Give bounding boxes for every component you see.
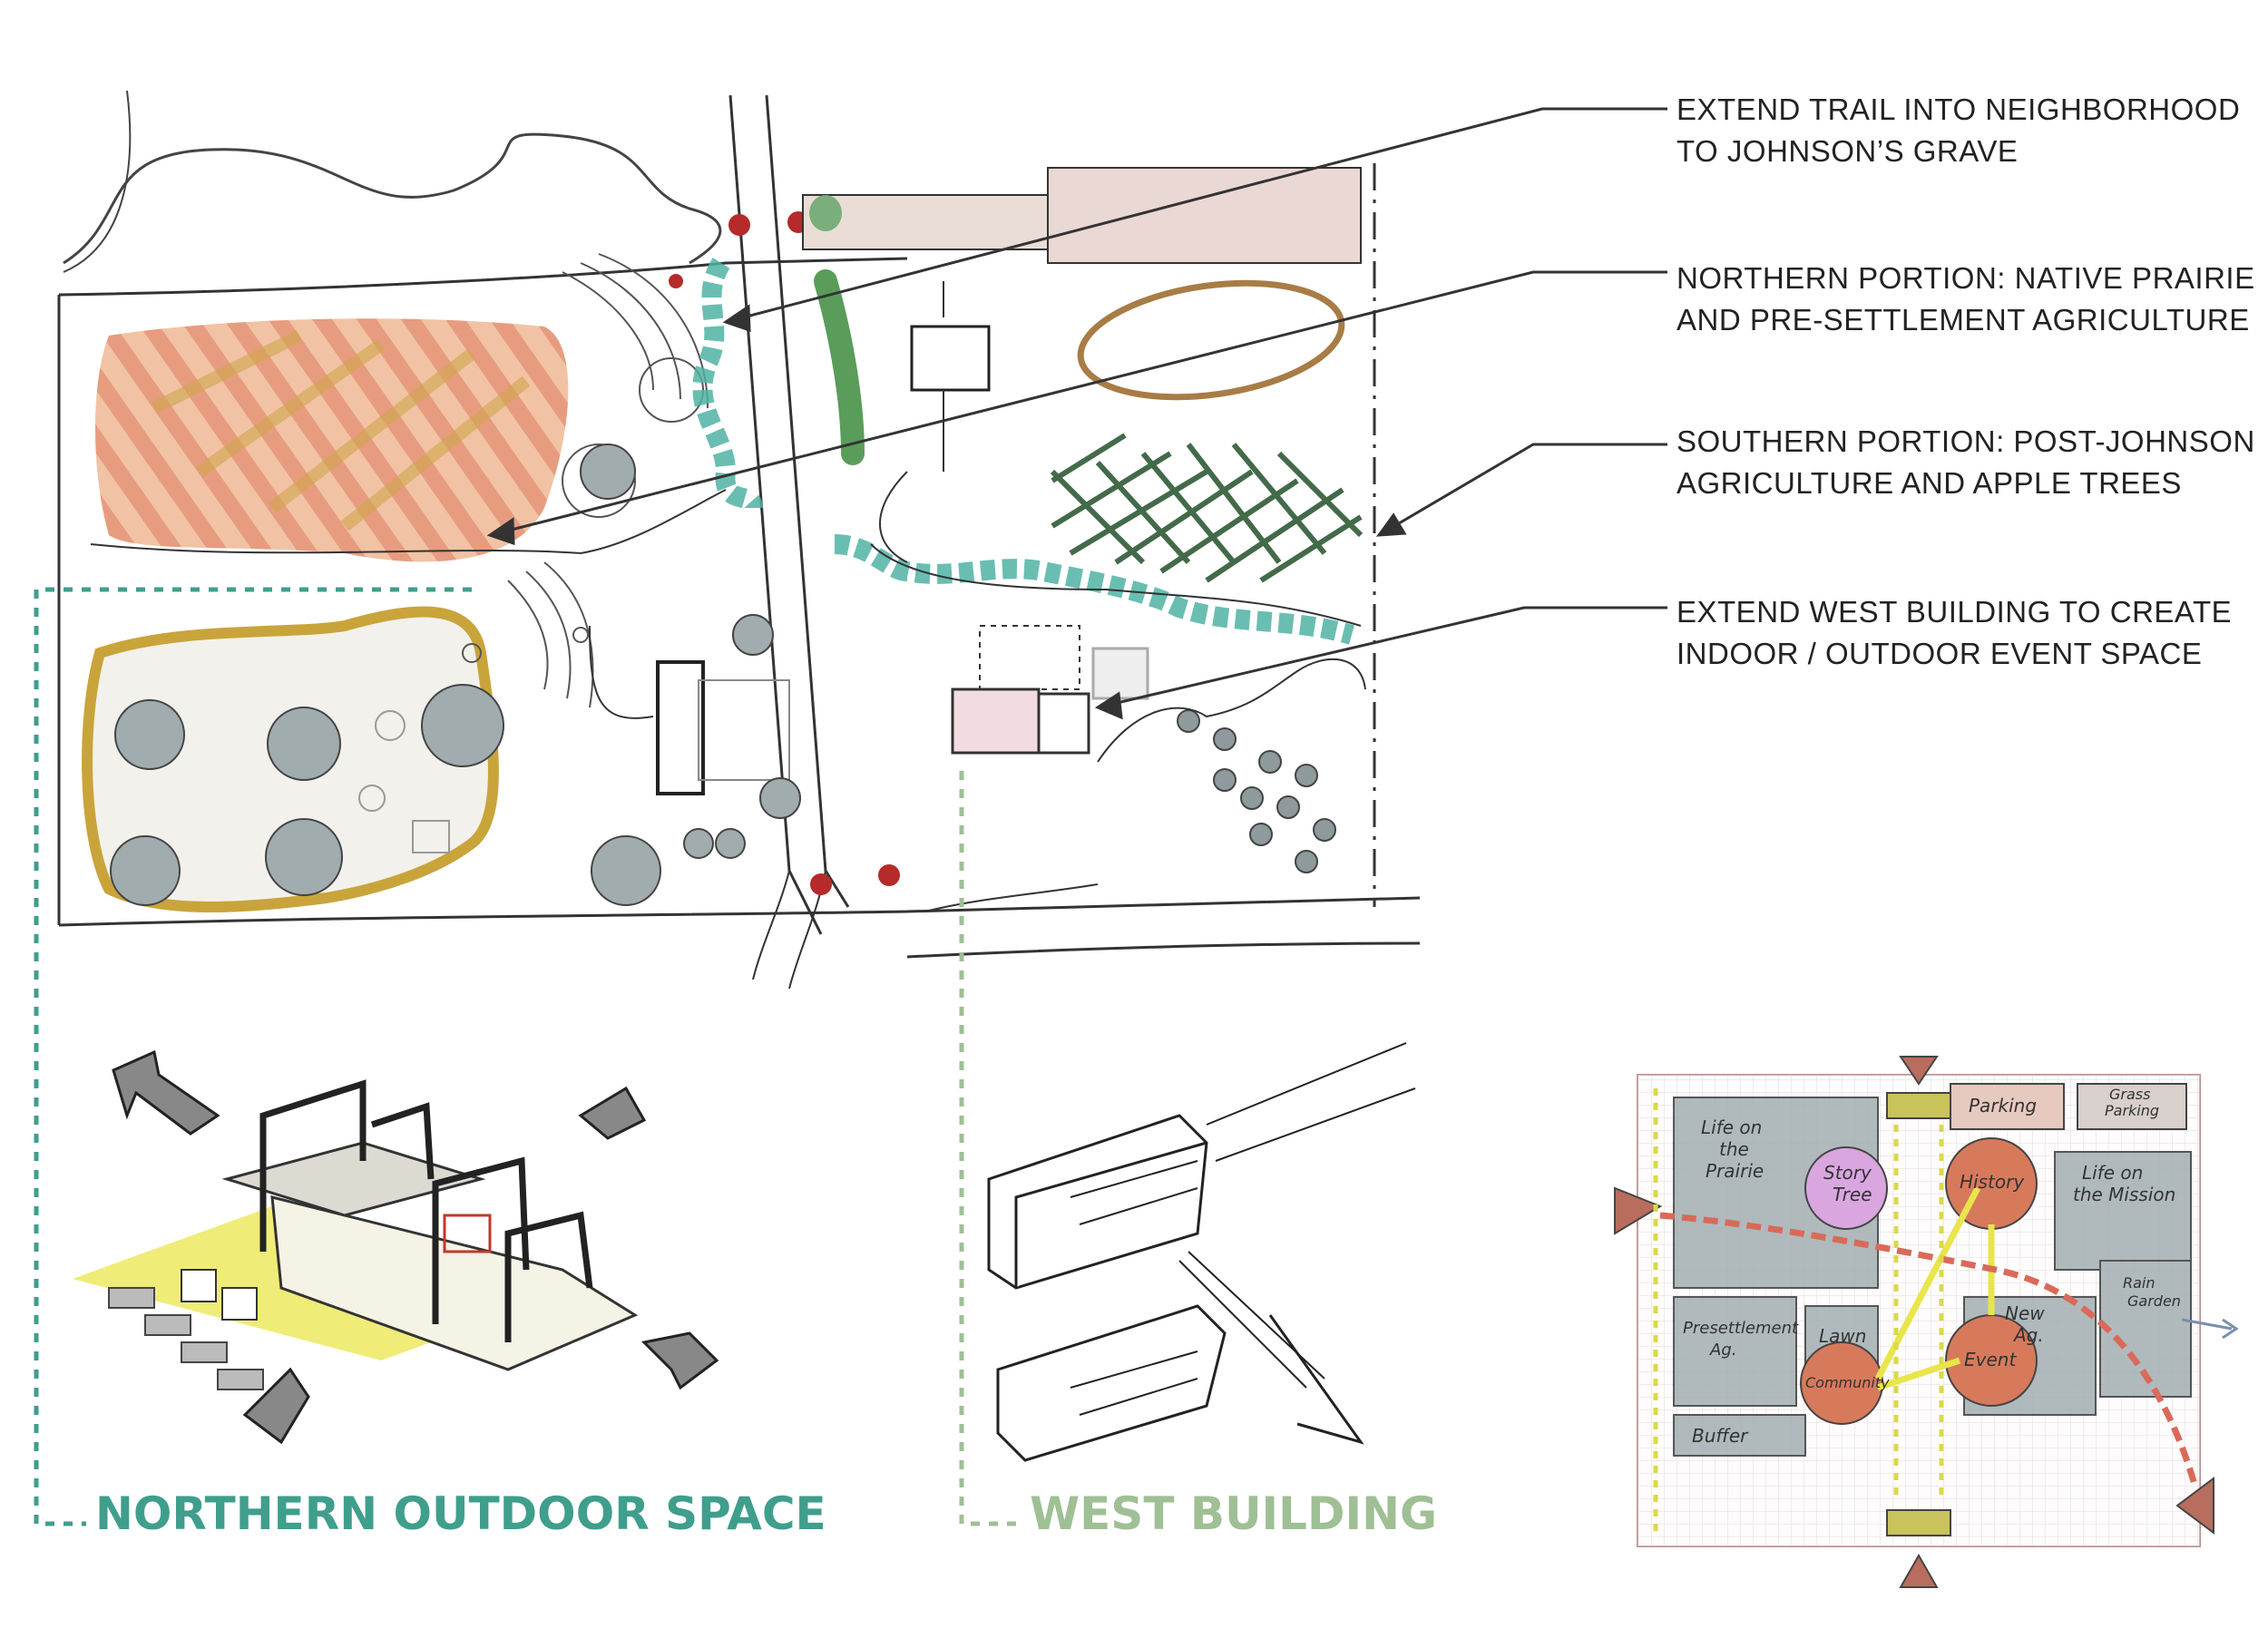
callout-line: EXTEND WEST BUILDING TO CREATE (1677, 595, 2233, 629)
teal-trail-south (834, 534, 1355, 645)
brown-oval-field (1077, 279, 1345, 401)
callout-line: INDOOR / OUTDOOR EVENT SPACE (1677, 637, 2203, 670)
outdoor-trees (110, 684, 661, 906)
callout-line: AGRICULTURE AND APPLE TREES (1677, 466, 2182, 500)
property-line-south (58, 896, 1421, 927)
trail-line-west (90, 543, 582, 554)
top-left-curve (63, 90, 132, 273)
apple-tree-crosshatch (1050, 433, 1364, 583)
leader-lines (486, 107, 1667, 720)
callout-northern-portion: NORTHERN PORTION: NATIVE PRAIRIE AND PRE… (1677, 258, 2255, 341)
diagram-label-community: Community (1805, 1374, 1890, 1391)
diagram-label-lawn: Lawn (1819, 1325, 1866, 1347)
amphitheater-arcs-north (562, 253, 709, 518)
site-plan (57, 90, 1421, 990)
callout-line: NORTHERN PORTION: NATIVE PRAIRIE (1677, 261, 2255, 295)
east-orchard (1177, 709, 1336, 873)
diagram-label-event: Event (1964, 1349, 2017, 1370)
callout-line: TO JOHNSON’S GRAVE (1677, 134, 2019, 168)
red-flower-markers (462, 211, 900, 895)
callout-line: AND PRE-SETTLEMENT AGRICULTURE (1677, 303, 2250, 336)
east-building-north (910, 325, 991, 392)
native-prairie-field (95, 318, 569, 562)
diagram-label-history: History (1960, 1171, 2025, 1193)
property-line-north (58, 257, 908, 297)
diagram-label-parking: Parking (1969, 1095, 2037, 1116)
callout-southern-portion: SOUTHERN PORTION: POST-JOHNSON AGRICULTU… (1677, 421, 2255, 504)
callout-extend-west-building: EXTEND WEST BUILDING TO CREATE INDOOR / … (1677, 591, 2232, 675)
diagram-label-buffer: Buffer (1692, 1425, 1749, 1447)
amphitheater-arcs-west (507, 561, 594, 708)
teal-trail-north (692, 258, 763, 510)
callout-line: EXTEND TRAIL INTO NEIGHBORHOOD (1677, 93, 2241, 126)
west-building-plan (656, 660, 790, 795)
trail-north-loop (63, 132, 722, 265)
west-building-sketch (987, 1042, 1416, 1462)
property-line-south-2 (906, 941, 1421, 959)
east-building-south (951, 625, 1149, 755)
callout-line: SOUTHERN PORTION: POST-JOHNSON (1677, 424, 2255, 458)
northern-outdoor-frame (34, 587, 472, 1526)
trail-line-mid (580, 489, 727, 554)
northern-outdoor-sketch (73, 1049, 719, 1445)
section-title-west-building: WEST BUILDING (1030, 1487, 1437, 1540)
callout-extend-trail: EXTEND TRAIL INTO NEIGHBORHOOD TO JOHNSO… (1677, 89, 2240, 172)
north-east-parcels (802, 167, 1362, 465)
west-building-frame (959, 771, 1016, 1526)
section-title-northern-outdoor: NORTHERN OUTDOOR SPACE (95, 1487, 826, 1540)
